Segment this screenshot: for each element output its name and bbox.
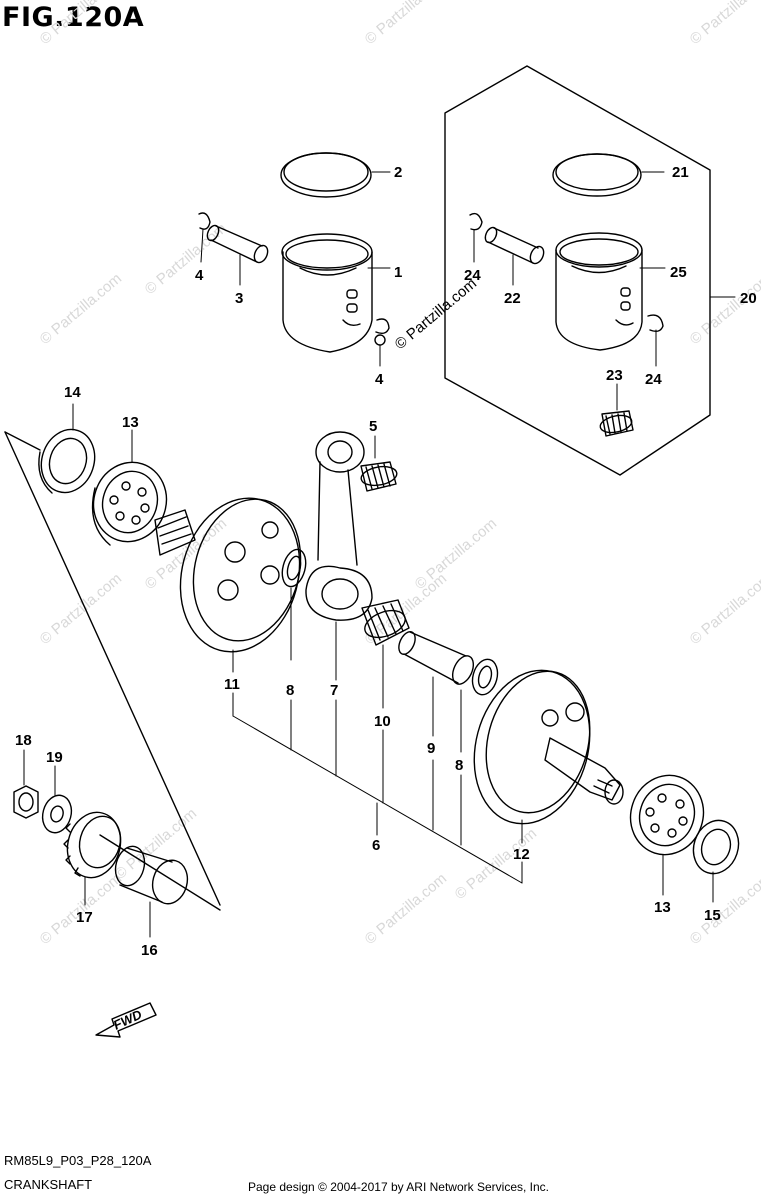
watermark: © Partzilla.com — [687, 870, 761, 948]
callout-24a: 24 — [464, 267, 481, 284]
callout-14: 14 — [64, 384, 81, 401]
watermark: © Partzilla.com — [687, 0, 761, 48]
callout-2: 2 — [394, 164, 402, 181]
watermark: © Partzilla.com — [37, 0, 125, 48]
circlip-24b — [647, 314, 664, 333]
callout-22: 22 — [504, 290, 521, 307]
watermark: © Partzilla.com — [142, 220, 230, 298]
watermark: © Partzilla.com — [687, 570, 761, 648]
watermark: © Partzilla.com — [412, 515, 500, 593]
callout-8a: 8 — [286, 682, 294, 699]
callout-8b: 8 — [455, 757, 463, 774]
piston-pin-3 — [206, 224, 269, 264]
callout-1: 1 — [394, 264, 402, 281]
piston-25 — [555, 232, 643, 351]
spacer-16 — [114, 845, 189, 905]
callout-5: 5 — [369, 418, 377, 435]
circlip-4b — [374, 318, 390, 346]
crank-pin-9 — [398, 631, 475, 685]
callout-20: 20 — [740, 290, 757, 307]
callout-15: 15 — [704, 907, 721, 924]
callout-18: 18 — [15, 732, 32, 749]
watermark: © Partzilla.com — [362, 870, 450, 948]
callout-25: 25 — [670, 264, 687, 281]
nut-18 — [13, 785, 39, 819]
watermarks: © Partzilla.com © Partzilla.com © Partzi… — [37, 0, 761, 948]
callout-11: 11 — [224, 676, 240, 693]
callout-6: 6 — [372, 837, 380, 854]
callout-10: 10 — [374, 713, 391, 730]
callout-16: 16 — [141, 942, 158, 959]
washer-8b — [471, 658, 499, 696]
piston-pin-22 — [484, 226, 545, 265]
crank-half-11 — [154, 497, 302, 653]
leader-lines — [23, 171, 736, 938]
callout-3: 3 — [235, 290, 243, 307]
washer-8a — [281, 548, 307, 588]
callout-7: 7 — [330, 682, 338, 699]
oil-seal-14 — [38, 428, 96, 494]
callout-24b: 24 — [645, 371, 662, 388]
callout-13a: 13 — [122, 414, 139, 431]
figure-name: CRANKSHAFT — [4, 1177, 93, 1192]
watermark: © Partzilla.com — [37, 270, 125, 348]
callout-19: 19 — [46, 749, 63, 766]
figure-title: FIG.120A — [2, 2, 145, 33]
bearing-13b — [629, 774, 705, 856]
circlip-24a — [469, 212, 483, 231]
piston-ring-21 — [552, 153, 642, 197]
callout-17: 17 — [76, 909, 93, 926]
needle-bearing-5 — [360, 461, 398, 492]
needle-bearing-23 — [599, 410, 634, 437]
piston-1 — [281, 233, 373, 353]
bearing-13a — [91, 461, 168, 546]
piston-ring-2 — [280, 152, 372, 198]
watermark: © Partzilla.com — [687, 270, 761, 348]
crank-half-12 — [473, 669, 624, 825]
callout-4b: 4 — [375, 371, 384, 388]
watermark-dark: © Partzilla.com — [392, 275, 480, 353]
connecting-rod-7 — [305, 431, 373, 621]
callout-13b: 13 — [654, 899, 671, 916]
circlip-4a — [198, 212, 211, 230]
watermark: © Partzilla.com — [452, 825, 540, 903]
piston-kit-outline — [444, 65, 711, 476]
washer-19 — [41, 794, 73, 834]
watermark: © Partzilla.com — [362, 0, 450, 48]
callout-12: 12 — [513, 846, 530, 863]
assembly-line-left-top — [4, 431, 41, 451]
callouts: 1 2 3 4 4 5 6 7 8 8 9 10 11 12 13 13 14 … — [15, 164, 757, 959]
oil-seal-15 — [692, 819, 740, 875]
callout-23: 23 — [606, 367, 623, 384]
callout-21: 21 — [672, 164, 689, 181]
watermark: © Partzilla.com — [37, 570, 125, 648]
callout-9: 9 — [427, 740, 435, 757]
copyright-text: Page design © 2004-2017 by ARI Network S… — [248, 1180, 550, 1194]
assembly-line-left — [4, 431, 221, 906]
fwd-arrow-icon: FWD — [95, 1002, 157, 1038]
callout-4a: 4 — [195, 267, 204, 284]
figure-code: RM85L9_P03_P28_120A — [4, 1153, 152, 1168]
needle-bearing-10 — [361, 599, 410, 646]
